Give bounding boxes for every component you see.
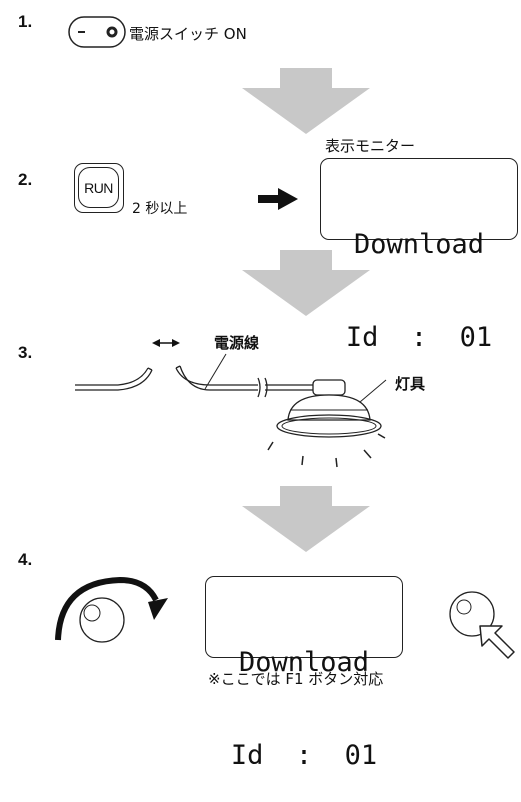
- run-button-label: RUN: [84, 179, 113, 196]
- monitor-line-2: Id : 01: [230, 740, 378, 771]
- step-2-number: 2.: [18, 170, 33, 189]
- cable-label: 電源線: [214, 334, 260, 352]
- cable-lamp-diagram: [75, 339, 387, 468]
- arrow-right-icon: [258, 188, 298, 210]
- display-monitor-step4: Download Id : 01: [205, 576, 403, 771]
- power-switch-icon: [68, 16, 126, 48]
- flow-arrow-down-icon: [242, 250, 370, 316]
- step-4-number: 4.: [18, 550, 33, 569]
- flow-arrow-down-icon: [242, 486, 370, 552]
- monitor-caption: 表示モニター: [325, 137, 416, 155]
- footnote: ※ここでは F1 ボタン対応: [208, 670, 384, 688]
- hold-duration-label: 2 秒以上: [132, 201, 188, 217]
- step-3-number: 3.: [18, 343, 33, 362]
- rotate-knob-icon: [55, 576, 168, 643]
- monitor-line-1: Download: [238, 647, 370, 678]
- display-monitor: Download Id : 01: [320, 158, 518, 353]
- run-button: RUN: [74, 163, 124, 213]
- monitor-line-2: Id : 01: [345, 322, 493, 353]
- flow-arrow-down-icon: [242, 68, 370, 134]
- lamp-label: 灯具: [395, 375, 426, 393]
- step-1-number: 1.: [18, 12, 33, 31]
- run-button-inner: RUN: [78, 167, 119, 208]
- power-switch-label: 電源スイッチ ON: [129, 25, 247, 43]
- press-knob-icon: [449, 591, 515, 659]
- monitor-line-1: Download: [353, 229, 485, 260]
